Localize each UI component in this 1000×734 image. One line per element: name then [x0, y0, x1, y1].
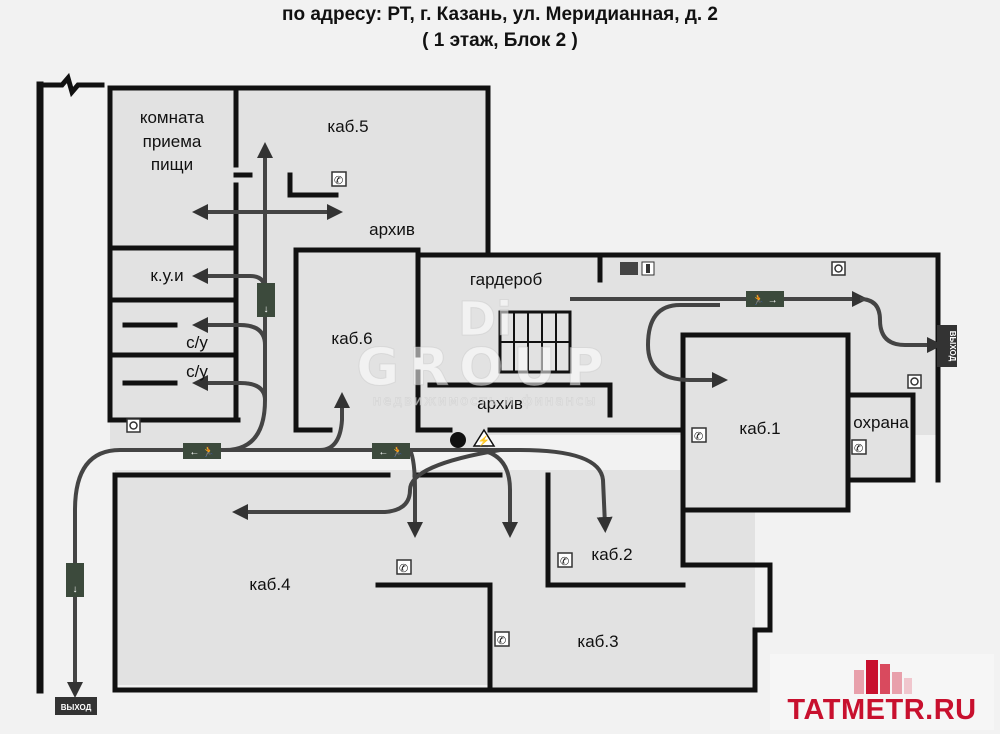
room-label-kab5: каб.5	[327, 117, 368, 136]
room-label-kab2: каб.2	[591, 545, 632, 564]
svg-text:← 🏃: ← 🏃	[189, 445, 214, 458]
watermark-top: Di	[458, 292, 512, 346]
svg-text:↓: ↓	[73, 584, 78, 595]
svg-text:← 🏃: ← 🏃	[378, 445, 403, 458]
room-label-security: охрана	[853, 413, 909, 432]
svg-text:✆: ✆	[694, 431, 703, 443]
phone-icon	[331, 171, 867, 647]
electrical-panel	[450, 432, 466, 448]
exit-sign-vertical: ↓	[257, 283, 275, 317]
watermark-bottom: недвижимость и финансы	[373, 394, 598, 409]
phone-icon-glyphs: ✆ ✆ ✆ ✆ ✆ ✆	[334, 175, 863, 647]
exit-sign-left: ← 🏃	[183, 443, 221, 459]
exit-label-bottom: ВЫХОД	[55, 697, 97, 715]
svg-text:ВЫХОД: ВЫХОД	[948, 331, 957, 362]
watermark-middle: GROUP	[356, 338, 613, 398]
logo-buildings-icon	[854, 660, 912, 694]
plan-address: по адресу: РТ, г. Казань, ул. Меридианна…	[281, 4, 719, 25]
room-label-kab4: каб.4	[249, 575, 290, 594]
exit-label-right: ВЫХОД	[937, 325, 957, 367]
svg-text:✆: ✆	[854, 443, 863, 455]
svg-text:✆: ✆	[334, 175, 343, 187]
logo-text: TATMETR.RU	[787, 694, 977, 726]
exit-sign-middle: ← 🏃	[372, 443, 410, 459]
fire-alarm-icon	[126, 261, 922, 433]
room-label-archive-top: архив	[369, 220, 415, 239]
room-label-wardrobe: гардероб	[470, 270, 543, 289]
exit-sign-bottom-corridor: ↓	[66, 563, 84, 597]
tatmetr-logo: TATMETR.RU	[770, 654, 994, 730]
room-label-dining-3: пищи	[151, 155, 193, 174]
electrical-hazard-icon: ⚡	[472, 428, 496, 447]
svg-text:✆: ✆	[399, 563, 408, 575]
svg-text:✆: ✆	[560, 556, 569, 568]
room-label-kui: к.у.и	[150, 266, 183, 285]
evacuation-routes	[67, 142, 943, 698]
svg-text:🏃 →: 🏃 →	[752, 293, 777, 306]
svg-text:⚡: ⚡	[478, 434, 490, 447]
svg-text:✆: ✆	[497, 635, 506, 647]
room-label-kab6: каб.6	[331, 329, 372, 348]
exit-sign-right: 🏃 →	[746, 291, 784, 307]
room-label-wc1: с/у	[186, 333, 208, 352]
room-label-kab3: каб.3	[577, 632, 618, 651]
svg-text:↓: ↓	[264, 304, 269, 315]
room-label-kab1: каб.1	[739, 419, 780, 438]
room-label-dining-2: приема	[143, 132, 202, 151]
plan-floor-block: ( 1 этаж, Блок 2 )	[422, 30, 578, 51]
room-label-wc2: с/у	[186, 362, 208, 381]
room-label-archive-mid: архив	[477, 394, 523, 413]
svg-text:ВЫХОД: ВЫХОД	[61, 703, 92, 712]
room-label-dining-1: комната	[140, 108, 205, 127]
fire-extinguisher-icon	[620, 261, 655, 276]
